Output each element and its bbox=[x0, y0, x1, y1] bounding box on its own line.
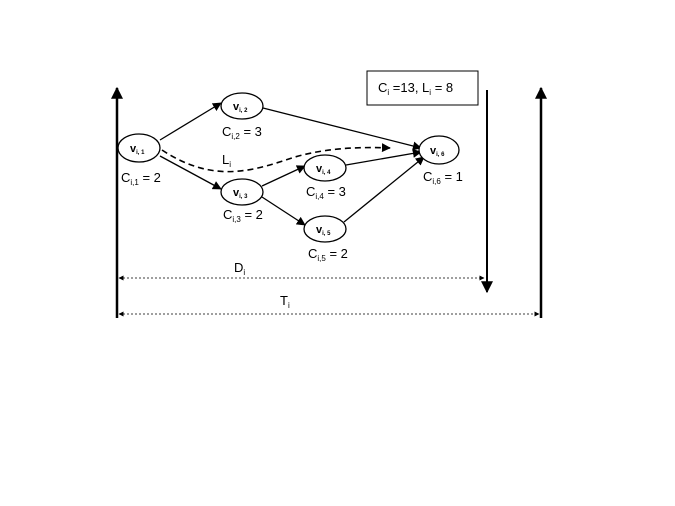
period-label: Ti bbox=[280, 293, 290, 310]
node-v6: vi, 6 bbox=[418, 135, 460, 165]
edge-v4-v6 bbox=[345, 148, 422, 166]
node-v2-cost: Ci,2 = 3 bbox=[222, 124, 262, 141]
node-v3: vi, 3 bbox=[220, 178, 264, 206]
svg-text:vi, 3: vi, 3 bbox=[233, 187, 248, 200]
critical-path-curve bbox=[161, 143, 391, 173]
node-v5-cost: Ci,5 = 2 bbox=[308, 246, 348, 263]
svg-text:vi, 1: vi, 1 bbox=[130, 143, 145, 156]
svg-text:vi, 2: vi, 2 bbox=[233, 101, 248, 114]
edge-v1-v2 bbox=[159, 102, 222, 141]
node-v4-cost: Ci,4 = 3 bbox=[306, 184, 346, 201]
svg-text:vi, 4: vi, 4 bbox=[316, 163, 331, 176]
node-v1: vi, 1 bbox=[117, 133, 161, 163]
edge-v5-v6 bbox=[343, 156, 425, 223]
svg-text:vi, 6: vi, 6 bbox=[430, 145, 445, 158]
critical-path-label: Li bbox=[222, 152, 231, 169]
node-v4: vi, 4 bbox=[303, 154, 347, 182]
edge-v3-v4 bbox=[261, 165, 306, 187]
summary-text: Ci =13, Li = 8 bbox=[378, 80, 453, 97]
svg-text:vi, 5: vi, 5 bbox=[316, 224, 331, 237]
node-v3-cost: Ci,3 = 2 bbox=[223, 207, 263, 224]
node-v1-cost: Ci,1 = 2 bbox=[121, 170, 161, 187]
node-v2: vi, 2 bbox=[220, 92, 264, 120]
edge-v1-v3 bbox=[159, 155, 222, 190]
edge-v3-v5 bbox=[261, 196, 306, 226]
edge-v2-v6 bbox=[262, 107, 422, 151]
deadline-label: Di bbox=[234, 260, 245, 277]
node-v6-cost: Ci,6 = 1 bbox=[423, 169, 463, 186]
node-v5: vi, 5 bbox=[303, 215, 347, 243]
summary-box bbox=[366, 70, 479, 106]
